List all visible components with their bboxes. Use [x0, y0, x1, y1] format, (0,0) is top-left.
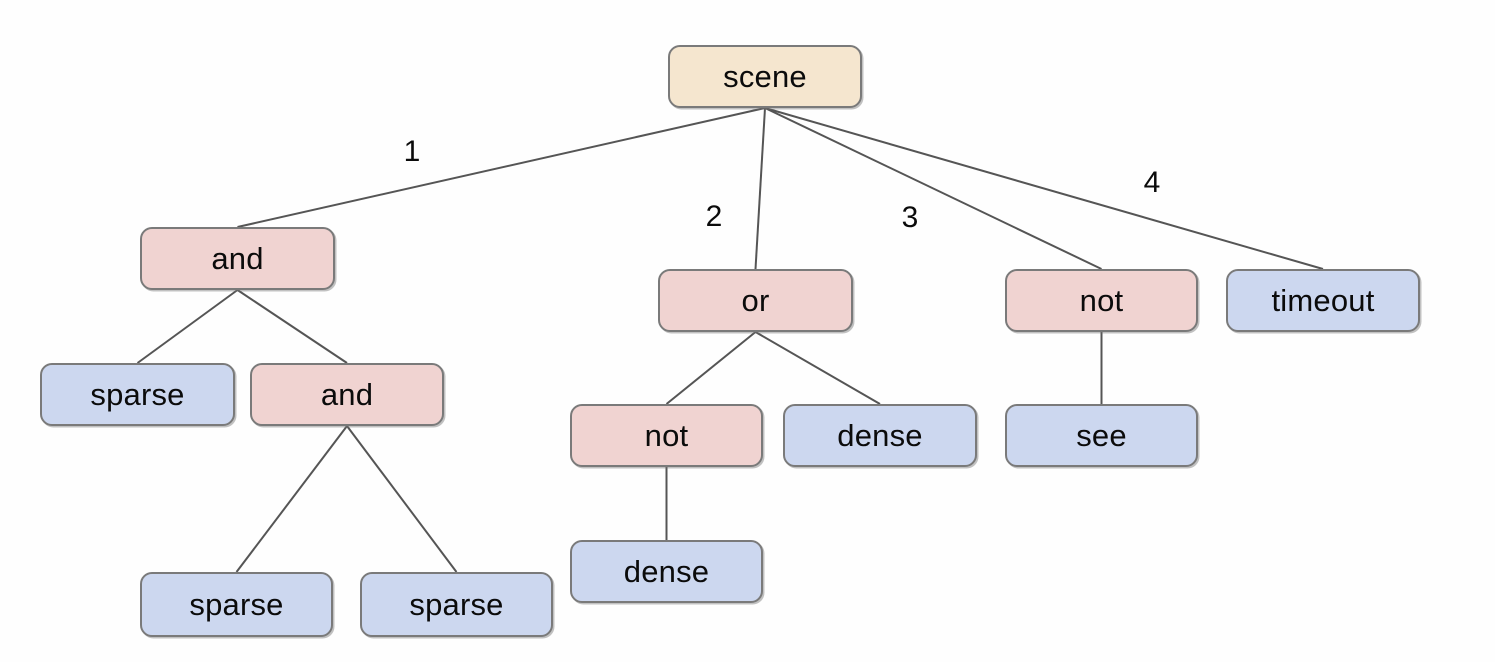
tree-node-label: sparse [90, 377, 185, 412]
tree-node-not_r[interactable]: not [1005, 269, 1198, 332]
tree-node-label: scene [723, 59, 807, 94]
tree-edge-and2-to-sparse3 [346, 425, 458, 573]
tree-edge-scene-to-not_r [764, 107, 1102, 270]
tree-node-or1[interactable]: or [658, 269, 853, 332]
tree-node-dense1[interactable]: dense [783, 404, 977, 467]
tree-edge-or1-to-dense1 [754, 331, 881, 405]
tree-node-label: timeout [1271, 283, 1375, 318]
tree-node-and2[interactable]: and [250, 363, 444, 426]
tree-edge-scene-to-or1 [754, 107, 766, 270]
edge-label-4: 4 [1143, 166, 1161, 199]
tree-node-label: sparse [189, 587, 284, 622]
edge-label-1: 1 [403, 135, 421, 168]
edge-label-2: 2 [705, 200, 723, 233]
tree-node-label: sparse [409, 587, 504, 622]
tree-node-timeout[interactable]: timeout [1226, 269, 1420, 332]
tree-edge-or1-to-not_m [665, 331, 757, 405]
tree-node-sparse1[interactable]: sparse [40, 363, 235, 426]
tree-edge-scene-to-and1 [237, 107, 766, 228]
tree-node-label: or [741, 283, 770, 318]
tree-node-label: dense [623, 554, 710, 589]
tree-edge-and1-to-and2 [236, 289, 348, 364]
tree-node-and1[interactable]: and [140, 227, 335, 290]
tree-node-scene[interactable]: scene [668, 45, 862, 108]
tree-node-see[interactable]: see [1005, 404, 1198, 467]
tree-node-label: see [1076, 418, 1127, 453]
tree-edge-and2-to-sparse2 [235, 425, 348, 573]
tree-edge-and1-to-sparse1 [136, 289, 239, 364]
tree-node-not_m[interactable]: not [570, 404, 763, 467]
tree-node-label: and [320, 377, 374, 412]
tree-node-sparse3[interactable]: sparse [360, 572, 553, 637]
tree-node-label: not [644, 418, 689, 453]
edge-label-3: 3 [901, 201, 919, 234]
tree-edge-scene-to-timeout [764, 107, 1324, 270]
tree-node-sparse2[interactable]: sparse [140, 572, 333, 637]
tree-node-label: not [1079, 283, 1124, 318]
tree-node-label: and [211, 241, 264, 276]
tree-node-label: dense [837, 418, 923, 453]
edges-group [136, 107, 1324, 573]
tree-node-dense2[interactable]: dense [570, 540, 763, 603]
